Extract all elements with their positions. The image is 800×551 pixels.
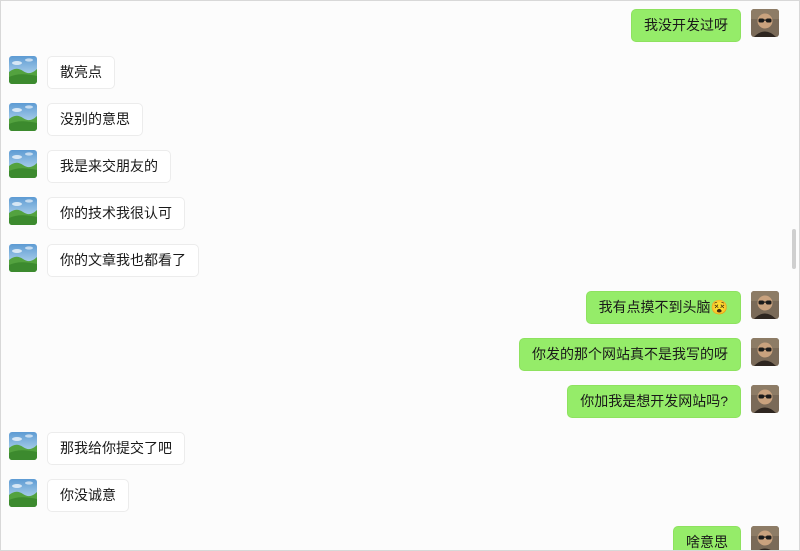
message-row: 散亮点 — [9, 56, 779, 89]
landscape-photo-icon — [9, 103, 37, 131]
message-row: 我没开发过呀 — [9, 9, 779, 42]
incoming-message-bubble[interactable]: 我是来交朋友的 — [47, 150, 171, 183]
landscape-photo-icon — [9, 56, 37, 84]
incoming-message-bubble[interactable]: 你没诚意 — [47, 479, 129, 512]
incoming-message-bubble[interactable]: 没别的意思 — [47, 103, 143, 136]
message-row: 你加我是想开发网站吗? — [9, 385, 779, 418]
message-row: 啥意思 — [9, 526, 779, 550]
landscape-photo-icon — [9, 150, 37, 178]
outgoing-message-bubble[interactable]: 我没开发过呀 — [631, 9, 741, 42]
contact-avatar[interactable] — [9, 479, 37, 507]
message-row: 你的文章我也都看了 — [9, 244, 779, 277]
outgoing-message-bubble[interactable]: 啥意思 — [673, 526, 741, 550]
self-avatar[interactable] — [751, 385, 779, 413]
message-row: 我是来交朋友的 — [9, 150, 779, 183]
outgoing-message-bubble[interactable]: 我有点摸不到头脑😵 — [585, 291, 741, 324]
contact-avatar[interactable] — [9, 56, 37, 84]
person-photo-icon — [751, 291, 779, 319]
self-avatar[interactable] — [751, 9, 779, 37]
contact-avatar[interactable] — [9, 197, 37, 225]
contact-avatar[interactable] — [9, 432, 37, 460]
person-photo-icon — [751, 338, 779, 366]
landscape-photo-icon — [9, 432, 37, 460]
contact-avatar[interactable] — [9, 244, 37, 272]
person-photo-icon — [751, 385, 779, 413]
incoming-message-bubble[interactable]: 你的技术我很认可 — [47, 197, 185, 230]
incoming-message-bubble[interactable]: 散亮点 — [47, 56, 115, 89]
self-avatar[interactable] — [751, 338, 779, 366]
contact-avatar[interactable] — [9, 103, 37, 131]
message-row: 我有点摸不到头脑😵 — [9, 291, 779, 324]
message-row: 那我给你提交了吧 — [9, 432, 779, 465]
incoming-message-bubble[interactable]: 那我给你提交了吧 — [47, 432, 185, 465]
message-row: 你没诚意 — [9, 479, 779, 512]
landscape-photo-icon — [9, 244, 37, 272]
contact-avatar[interactable] — [9, 150, 37, 178]
self-avatar[interactable] — [751, 291, 779, 319]
message-row: 你的技术我很认可 — [9, 197, 779, 230]
message-row: 没别的意思 — [9, 103, 779, 136]
outgoing-message-bubble[interactable]: 你发的那个网站真不是我写的呀 — [519, 338, 741, 371]
incoming-message-bubble[interactable]: 你的文章我也都看了 — [47, 244, 199, 277]
person-photo-icon — [751, 526, 779, 550]
scrollbar-thumb[interactable] — [792, 229, 796, 269]
message-row: 你发的那个网站真不是我写的呀 — [9, 338, 779, 371]
person-photo-icon — [751, 9, 779, 37]
landscape-photo-icon — [9, 479, 37, 507]
self-avatar[interactable] — [751, 526, 779, 550]
landscape-photo-icon — [9, 197, 37, 225]
outgoing-message-bubble[interactable]: 你加我是想开发网站吗? — [567, 385, 741, 418]
